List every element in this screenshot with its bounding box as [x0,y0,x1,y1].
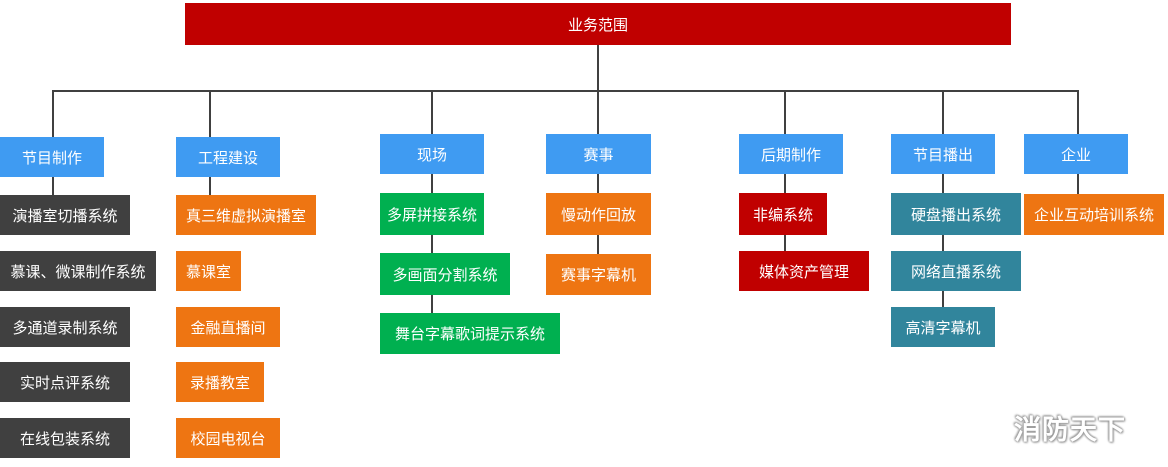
category-broadcast: 节目播出 [891,134,995,174]
item-hd-subtitle-machine: 高清字幕机 [891,307,995,347]
category-enterprise: 企业 [1024,134,1128,174]
connector-cat2 [209,90,211,137]
connector-title-stem [597,45,599,91]
connector-col2-vertical [209,177,211,195]
connector-col3-vertical [431,174,433,315]
connector-col6-vertical [942,174,944,307]
item-realtime-review: 实时点评系统 [0,362,130,402]
item-enterprise-training: 企业互动培训系统 [1024,194,1164,235]
item-studio-switching: 演播室切播系统 [0,195,130,235]
connector-cat5 [784,90,786,134]
connector-cat6 [942,90,944,134]
diagram-title: 业务范围 [185,3,1011,45]
item-slow-motion-replay: 慢动作回放 [546,193,651,235]
item-mooc-room: 慕课室 [176,251,241,291]
item-online-packaging: 在线包装系统 [0,418,130,458]
item-recording-classroom: 录播教室 [176,362,264,402]
category-program-production: 节目制作 [0,137,104,177]
connector-cat1 [52,90,54,137]
item-media-asset-management: 媒体资产管理 [739,251,869,291]
connector-horizontal-bar [52,90,1079,92]
item-disk-playout: 硬盘播出系统 [891,193,1021,235]
category-sports-events: 赛事 [546,134,651,174]
item-multiscreen-splicing: 多屏拼接系统 [380,193,484,235]
category-live-site: 现场 [380,134,484,174]
item-multiview-splitting: 多画面分割系统 [380,253,510,295]
connector-cat7 [1077,90,1079,134]
category-engineering: 工程建设 [176,137,280,177]
item-nonlinear-editing: 非编系统 [739,193,827,235]
watermark-text: 消防天下 [1014,415,1126,446]
item-event-subtitle-machine: 赛事字幕机 [546,254,651,295]
item-network-live-streaming: 网络直播系统 [891,251,1021,291]
connector-col7-vertical [1077,174,1079,194]
item-campus-tv: 校园电视台 [176,418,280,458]
item-multichannel-recording: 多通道录制系统 [0,307,130,347]
connector-cat3 [431,90,433,134]
connector-cat4 [597,90,599,134]
category-post-production: 后期制作 [739,134,843,174]
item-stage-subtitle-prompter: 舞台字幕歌词提示系统 [380,313,560,354]
item-virtual-studio: 真三维虚拟演播室 [176,195,316,235]
connector-col1-vertical [52,177,54,195]
item-finance-live-room: 金融直播间 [176,307,280,347]
item-mooc-production: 慕课、微课制作系统 [0,251,156,291]
